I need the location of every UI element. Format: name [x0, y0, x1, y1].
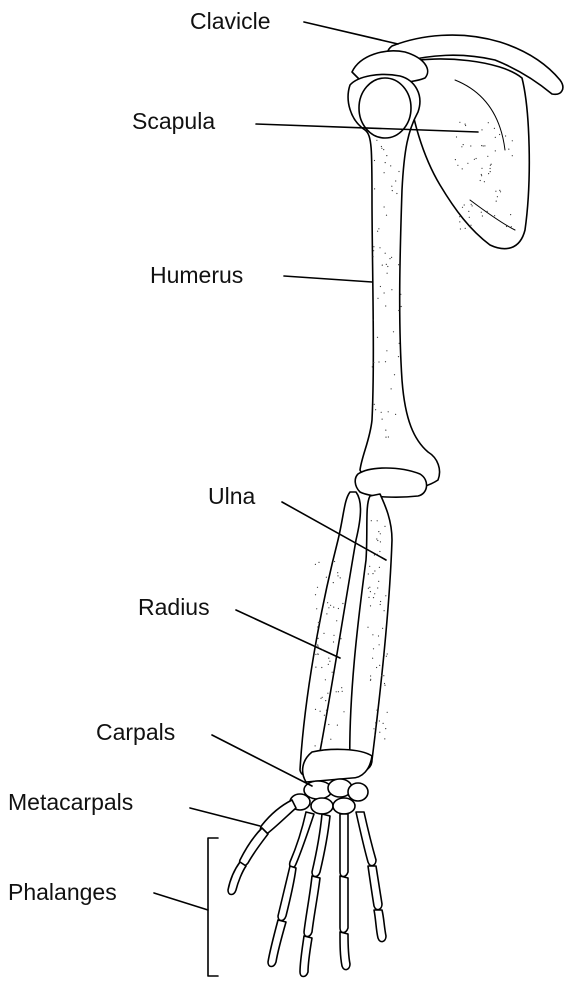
label-carpals: Carpals [96, 721, 175, 744]
label-clavicle: Clavicle [190, 10, 271, 33]
label-metacarpals: Metacarpals [8, 791, 133, 814]
phalanges-bracket [208, 838, 218, 976]
label-humerus: Humerus [150, 264, 243, 287]
hand-bones [228, 800, 386, 977]
scapula-bone [405, 59, 529, 249]
label-radius: Radius [138, 596, 210, 619]
label-phalanges: Phalanges [8, 881, 117, 904]
label-scapula: Scapula [132, 110, 215, 133]
label-ulna: Ulna [208, 485, 255, 508]
carpal-bones [290, 779, 368, 814]
